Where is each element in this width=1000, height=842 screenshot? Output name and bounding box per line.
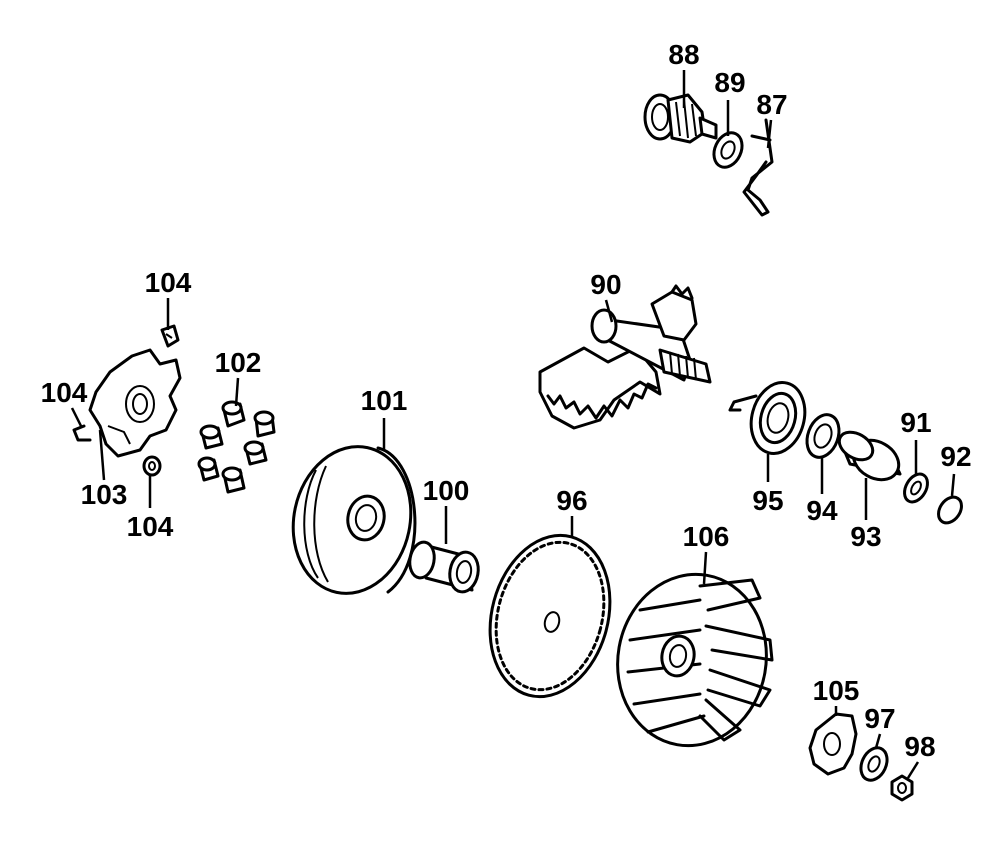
part-97-drawing (859, 746, 889, 782)
part-104-top-drawing (160, 324, 180, 348)
leader-lines (70, 70, 956, 779)
callout-94: 94 (806, 495, 838, 526)
callout-98: 98 (904, 731, 935, 762)
callout-104-left: 104 (41, 377, 88, 408)
callout-89: 89 (714, 67, 745, 98)
part-104-left-drawing (72, 424, 92, 442)
callout-103: 103 (81, 479, 128, 510)
part-87-drawing (742, 118, 774, 217)
callout-100: 100 (423, 475, 470, 506)
part-104-bottom-drawing (142, 455, 162, 477)
callout-91: 91 (900, 407, 931, 438)
callout-90: 90 (590, 269, 621, 300)
callout-numbers: 88 89 87 90 104 102 104 101 103 104 100 … (41, 39, 972, 762)
callout-96: 96 (556, 485, 587, 516)
part-88-drawing (643, 93, 718, 144)
callout-101: 101 (361, 385, 408, 416)
part-101-drawing (291, 445, 417, 595)
part-100-drawing (408, 540, 480, 594)
part-91-drawing (903, 472, 929, 504)
callout-93: 93 (850, 521, 881, 552)
part-105-drawing (808, 712, 858, 776)
part-106-drawing (616, 572, 774, 748)
callout-95: 95 (752, 485, 783, 516)
part-92-drawing (937, 495, 963, 525)
callout-102: 102 (215, 347, 262, 378)
part-96-drawing (488, 533, 612, 699)
callout-106: 106 (683, 521, 730, 552)
callout-87: 87 (756, 89, 787, 120)
callout-88: 88 (668, 39, 699, 70)
part-93-drawing (837, 430, 902, 482)
part-95-drawing (728, 381, 807, 455)
part-102-drawing (197, 400, 276, 494)
callout-97: 97 (864, 703, 895, 734)
part-98-drawing (890, 774, 914, 802)
part-89-drawing (712, 131, 744, 169)
part-103-drawing (88, 348, 182, 458)
callout-92: 92 (940, 441, 971, 472)
callout-105: 105 (813, 675, 860, 706)
part-90-drawing (538, 284, 712, 430)
callout-104-bottom: 104 (127, 511, 174, 542)
part-94-drawing (805, 413, 841, 459)
callout-104-top: 104 (145, 267, 192, 298)
